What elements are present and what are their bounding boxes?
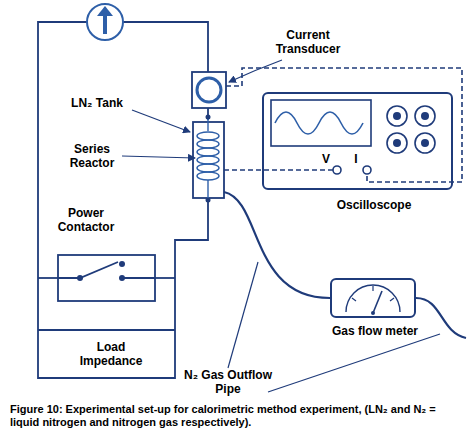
gas-flow-meter bbox=[346, 285, 400, 315]
pipe-label: N₂ Gas Outflow Pipe bbox=[182, 368, 274, 396]
terminal-name: I bbox=[346, 152, 366, 166]
leader-lines bbox=[122, 60, 440, 392]
n2-outflow-pipe bbox=[224, 192, 466, 338]
figure-caption: Figure 10: Experimental set-up for calor… bbox=[10, 403, 465, 429]
current-transducer bbox=[192, 72, 226, 108]
load-label: Load Impedance bbox=[66, 340, 156, 368]
transducer-label: Current Transducer bbox=[268, 28, 348, 56]
power-contactor bbox=[58, 255, 155, 301]
reactor-label: Series Reactor bbox=[62, 142, 122, 170]
reactor-coil bbox=[197, 119, 219, 198]
contactor-label: Power Contactor bbox=[46, 206, 126, 234]
terminal-name: V bbox=[316, 152, 336, 166]
oscilloscope-box: VIOscilloscope bbox=[262, 92, 453, 190]
circuit-wires bbox=[38, 22, 208, 378]
oscilloscope-face bbox=[271, 100, 435, 174]
ln2-tank bbox=[193, 115, 224, 203]
ac-source bbox=[87, 4, 123, 40]
probe-leads bbox=[224, 68, 462, 182]
tank-label: LN₂ Tank bbox=[62, 96, 132, 110]
flow-meter-box: Gas flow meter bbox=[330, 278, 416, 318]
device-label: Oscilloscope bbox=[319, 198, 429, 212]
device-label: Gas flow meter bbox=[320, 324, 430, 338]
